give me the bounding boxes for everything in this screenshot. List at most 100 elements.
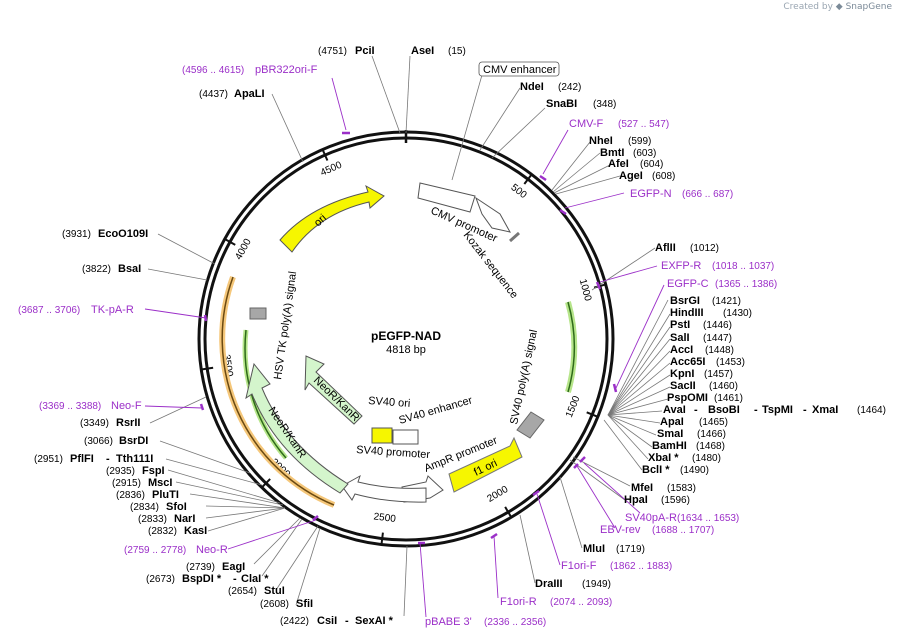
site-kasI: (2832) KasI (148, 525, 207, 537)
svg-text:TspMI: TspMI (762, 404, 793, 416)
site-nheI: NheI(599) (589, 135, 651, 147)
site-salI: SalI(1447) (670, 332, 732, 344)
site-mscI: (2915)MscI (112, 477, 172, 489)
site-apaLI: (4437)ApaLI (199, 88, 265, 100)
site-bclI: BclI *(1490) (642, 464, 709, 476)
site-ndeI: NdeI(242) (520, 81, 581, 93)
tick-label: 2000 (485, 484, 510, 505)
svg-text:(1453): (1453) (716, 357, 745, 368)
hsv-tk-shape (249, 307, 267, 320)
svg-text:EGFP-C: EGFP-C (667, 278, 709, 290)
primer-leader-lines (144, 77, 665, 618)
svg-text:(2915): (2915) (112, 478, 141, 489)
svg-text:RsrII: RsrII (116, 417, 140, 429)
site-plutI: (2836)PluTI (116, 489, 179, 501)
svg-text:F1ori-F: F1ori-F (561, 560, 597, 572)
svg-text:(3931): (3931) (62, 229, 91, 240)
svg-text:(2422): (2422) (280, 616, 309, 627)
cmv-enhancer-shape (417, 182, 476, 213)
svg-text:ClaI *: ClaI * (241, 573, 269, 585)
site-ageI: AgeI(608) (619, 170, 675, 182)
svg-text:AseI: AseI (411, 45, 434, 57)
plasmid-size: 4818 bp (386, 344, 426, 356)
svg-text:(1446): (1446) (703, 320, 732, 331)
site-sfiI: (2608)SfiI (260, 598, 313, 610)
svg-text:SV40pA-R: SV40pA-R (625, 512, 677, 524)
svg-text:(3687 .. 3706): (3687 .. 3706) (18, 305, 80, 316)
svg-text:BsaI: BsaI (118, 263, 141, 275)
svg-text:-: - (694, 404, 698, 416)
svg-text:(1634 .. 1653): (1634 .. 1653) (677, 513, 739, 524)
tick-label: 4500 (319, 160, 344, 179)
svg-text:BsoBI: BsoBI (708, 404, 740, 416)
svg-text:PspOMI: PspOMI (667, 392, 708, 404)
svg-text:pBR322ori-F: pBR322ori-F (255, 64, 318, 76)
ori-shape (279, 184, 385, 253)
svg-text:(1490): (1490) (680, 465, 709, 476)
site-pstI: PstI (1446) (670, 319, 732, 331)
svg-text:-: - (754, 404, 758, 416)
svg-text:(2833): (2833) (138, 514, 167, 525)
svg-text:BsrGI: BsrGI (670, 295, 700, 307)
svg-text:Neo-R: Neo-R (196, 544, 228, 556)
svg-text:(1461): (1461) (714, 393, 743, 404)
svg-text:(666 .. 687): (666 .. 687) (682, 189, 733, 200)
svg-text:NarI: NarI (174, 513, 195, 525)
svg-text:HindIII: HindIII (670, 307, 704, 319)
svg-text:BsrDI: BsrDI (119, 435, 148, 447)
site-bamhi: BamHI(1468) (652, 440, 725, 452)
svg-text:KasI: KasI (184, 525, 207, 537)
svg-text:-: - (106, 453, 110, 465)
site-mluI: MluI(1719) (583, 543, 645, 555)
primer-pbr322ori-f: (4596 .. 4615)pBR322ori-F (182, 64, 318, 76)
svg-text:(599): (599) (628, 136, 651, 147)
primer-ebv-rev: EBV-rev(1688 .. 1707) (600, 524, 714, 536)
site-bmtI: BmtI(603) (600, 147, 656, 159)
svg-text:XbaI *: XbaI * (648, 452, 679, 464)
svg-text:EcoO109I: EcoO109I (98, 228, 148, 240)
leader-lines (147, 55, 671, 617)
sv40-enhancer-shape (392, 429, 419, 445)
neokanr-inner-shape (304, 355, 363, 425)
tick-mark (224, 238, 236, 246)
tick-mark (321, 149, 329, 161)
svg-text:SfiI: SfiI (296, 598, 313, 610)
credit-brand: SnapGene (845, 2, 892, 12)
site-stuI: (2654)StuI (228, 585, 285, 597)
primer-f1ori-f: F1ori-F(1862 .. 1883) (561, 560, 672, 572)
svg-text:(1719): (1719) (616, 544, 645, 555)
svg-text:(1012): (1012) (690, 243, 719, 254)
svg-text:MfeI: MfeI (631, 482, 653, 494)
svg-text:PstI: PstI (670, 319, 690, 331)
site-aseI: AseI(15) (411, 45, 466, 57)
hsv-tk-label: HSV TK poly(A) signal (272, 271, 299, 381)
svg-text:(2832): (2832) (148, 526, 177, 537)
cmv-enhancer-label: CMV enhancer (483, 64, 557, 76)
svg-text:(348): (348) (593, 99, 616, 110)
svg-text:ApaLI: ApaLI (234, 88, 265, 100)
svg-text:BspDI *: BspDI * (182, 573, 222, 585)
svg-text:(2654): (2654) (228, 586, 257, 597)
svg-text:(1464): (1464) (857, 405, 886, 416)
site-acc65I: Acc65I (1453) (670, 356, 745, 368)
neokanr-inner-label: NeoR/KanR (311, 375, 362, 424)
svg-text:Acc65I: Acc65I (670, 356, 705, 368)
svg-text:SalI: SalI (670, 332, 690, 344)
svg-text:(3822): (3822) (82, 264, 111, 275)
site-ecoo109I: (3931) EcoO109I (62, 228, 148, 240)
svg-text:-: - (345, 615, 349, 627)
svg-text:AgeI: AgeI (619, 170, 643, 182)
svg-text:EagI: EagI (222, 561, 245, 573)
site-bsrdi: (3066)BsrDI (84, 435, 148, 447)
tick-label: 4000 (233, 237, 254, 262)
svg-text:AflII: AflII (655, 242, 676, 254)
svg-text:HpaI: HpaI (624, 494, 648, 506)
cmv-enhancer-label-box: CMV enhancer (478, 61, 560, 77)
svg-text:(1457): (1457) (704, 369, 733, 380)
svg-text:BmtI: BmtI (600, 147, 624, 159)
tick-mark (523, 173, 533, 185)
svg-text:(2336 .. 2356): (2336 .. 2356) (484, 617, 546, 628)
sv40-polya-shape (516, 411, 545, 439)
svg-text:BamHI: BamHI (652, 440, 687, 452)
svg-text:SfoI: SfoI (166, 501, 187, 513)
